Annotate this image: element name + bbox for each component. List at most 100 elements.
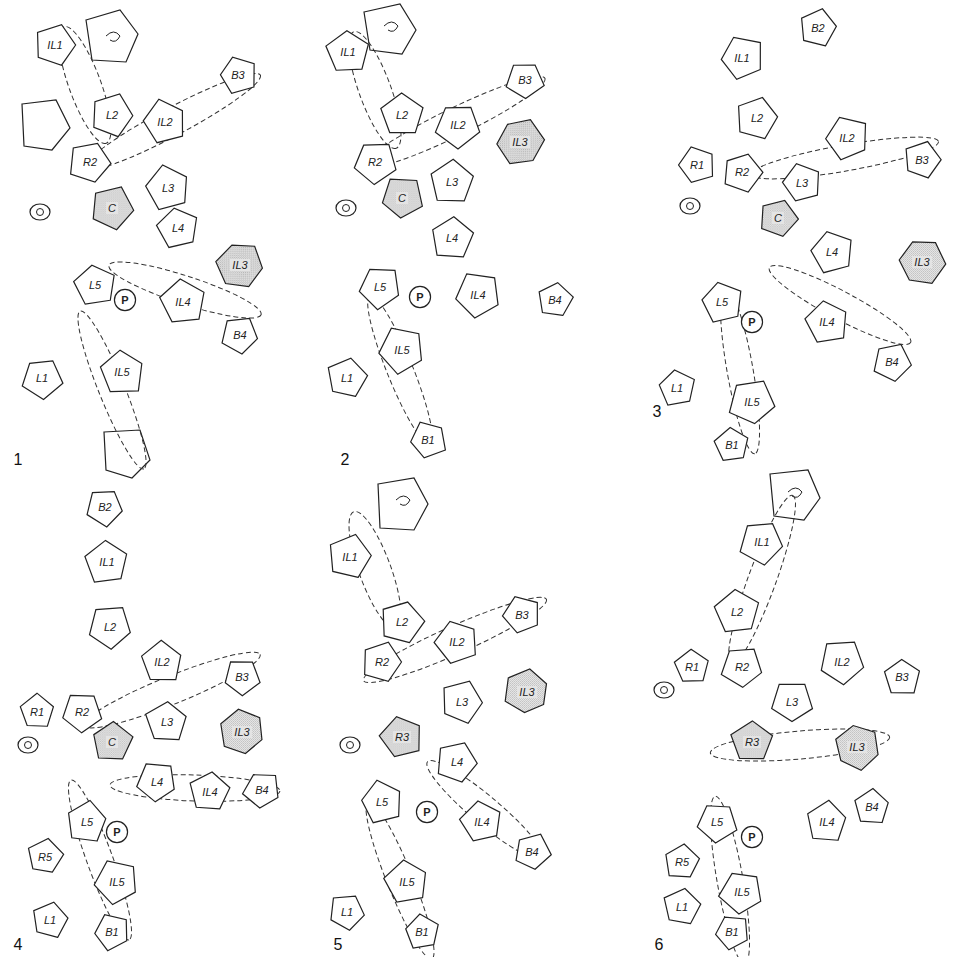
plate-shape — [874, 344, 911, 381]
plate-label: L3 — [159, 716, 175, 728]
plate-node: R5 — [662, 842, 702, 882]
plate-shape — [497, 120, 545, 164]
plate-label: B4 — [253, 784, 270, 796]
plate-shape — [719, 873, 761, 914]
plate-node: R2 — [66, 138, 114, 186]
plate-node: R1 — [677, 145, 717, 185]
plate-shape — [74, 265, 114, 304]
plate-node: L4 — [135, 760, 179, 804]
plate-node: L5 — [694, 799, 740, 845]
plate-node: L1 — [324, 355, 370, 401]
plate-shape — [379, 717, 419, 757]
plate-shape — [326, 31, 368, 71]
plate-node: IL2 — [817, 637, 867, 687]
plate-shape — [659, 370, 694, 405]
plate-node: L5 — [71, 261, 119, 309]
plate-shape — [379, 328, 422, 374]
plate-node: IL2 — [822, 113, 872, 163]
plate-shape — [729, 381, 774, 424]
plate-label: R1 — [688, 159, 706, 171]
plate-shape — [95, 915, 127, 951]
plate-shape — [220, 57, 254, 93]
plate-node: IL1 — [737, 517, 787, 567]
plate-node: B4 — [852, 787, 892, 827]
plate-shape — [87, 492, 122, 527]
plate-shape — [243, 775, 278, 808]
plate-label: B3 — [233, 671, 250, 683]
plate-node: B1 — [92, 912, 132, 952]
circle-node: P — [409, 286, 431, 308]
plate-label: L1 — [339, 906, 355, 918]
plate-node: IL4 — [804, 799, 850, 845]
plate-shape — [434, 622, 475, 664]
plate-node: IL5 — [92, 857, 142, 907]
plate-node: B4 — [871, 341, 913, 383]
plate-shape — [802, 9, 837, 46]
panel-number: 6 — [655, 936, 664, 954]
plate-label: IL2 — [448, 119, 467, 131]
plate-shape — [71, 143, 111, 182]
plate-label: L2 — [749, 112, 765, 124]
plate-label: B1 — [419, 434, 436, 446]
plate-shape — [146, 165, 187, 210]
plate-node: L5 — [64, 799, 110, 845]
plate-label: L4 — [824, 246, 840, 258]
plate-node: R2 — [719, 644, 765, 690]
plate-node: IL4 — [802, 297, 852, 347]
plate-node: L3 — [780, 161, 824, 205]
plate-node: L1 — [326, 891, 368, 933]
plate-label: IL2 — [832, 656, 851, 668]
plate-shape — [697, 806, 737, 843]
plate-label: R2 — [81, 156, 99, 168]
plate-shape — [772, 684, 813, 721]
plate-label: IL5 — [397, 876, 416, 888]
plate-label: B4 — [863, 801, 880, 813]
plate-node: IL4 — [158, 277, 208, 327]
plate-label: L4 — [149, 776, 165, 788]
plate-shape — [721, 37, 760, 79]
plate-label: IL3 — [232, 726, 251, 738]
plate-node: R2 — [60, 690, 104, 734]
plate-node: IL1 — [30, 20, 80, 70]
plate-label: R5 — [36, 851, 54, 863]
plate-label: L1 — [339, 372, 355, 384]
plate-shape — [156, 208, 196, 247]
plate-shape — [714, 428, 748, 461]
plate-shape — [885, 659, 920, 692]
plate-label: R2 — [733, 166, 751, 178]
plate-shape — [741, 311, 762, 332]
plate-label: IL1 — [338, 46, 357, 58]
plate-shape — [106, 821, 127, 842]
plate-shape — [438, 743, 477, 782]
plate-node: IL3 — [832, 722, 882, 772]
plate-node: IL3 — [494, 116, 546, 168]
plate-node: IL2 — [140, 97, 190, 147]
plate-shape — [741, 826, 762, 847]
plate-shape — [381, 93, 423, 133]
circle-node: P — [416, 801, 438, 823]
plate-label: L4 — [170, 222, 186, 234]
plate-label: B1 — [103, 926, 120, 938]
plate-shape — [328, 358, 367, 396]
plate-shape — [899, 242, 946, 283]
plate-label: L4 — [444, 232, 460, 244]
plate-label: L5 — [374, 796, 390, 808]
plate-label: L5 — [709, 816, 725, 828]
plate-node: IL1 — [82, 537, 132, 587]
plate-shape — [505, 669, 546, 713]
plate-shape — [221, 709, 262, 753]
plate-label: IL4 — [817, 316, 836, 328]
plate-label: B4 — [523, 846, 540, 858]
plate-shape — [431, 159, 473, 201]
plate-label: R3 — [743, 736, 761, 748]
plate-label: R2 — [733, 661, 751, 673]
plate-label: C — [772, 212, 784, 224]
plate-shape — [433, 217, 474, 257]
plate-label: L3 — [784, 696, 800, 708]
plate-label: IL4 — [200, 786, 219, 798]
plate-shape — [506, 65, 544, 98]
plate-shape — [94, 94, 133, 137]
plate-shape — [808, 800, 846, 840]
plate-node: L3 — [438, 678, 486, 726]
plate-label: IL1 — [97, 556, 116, 568]
